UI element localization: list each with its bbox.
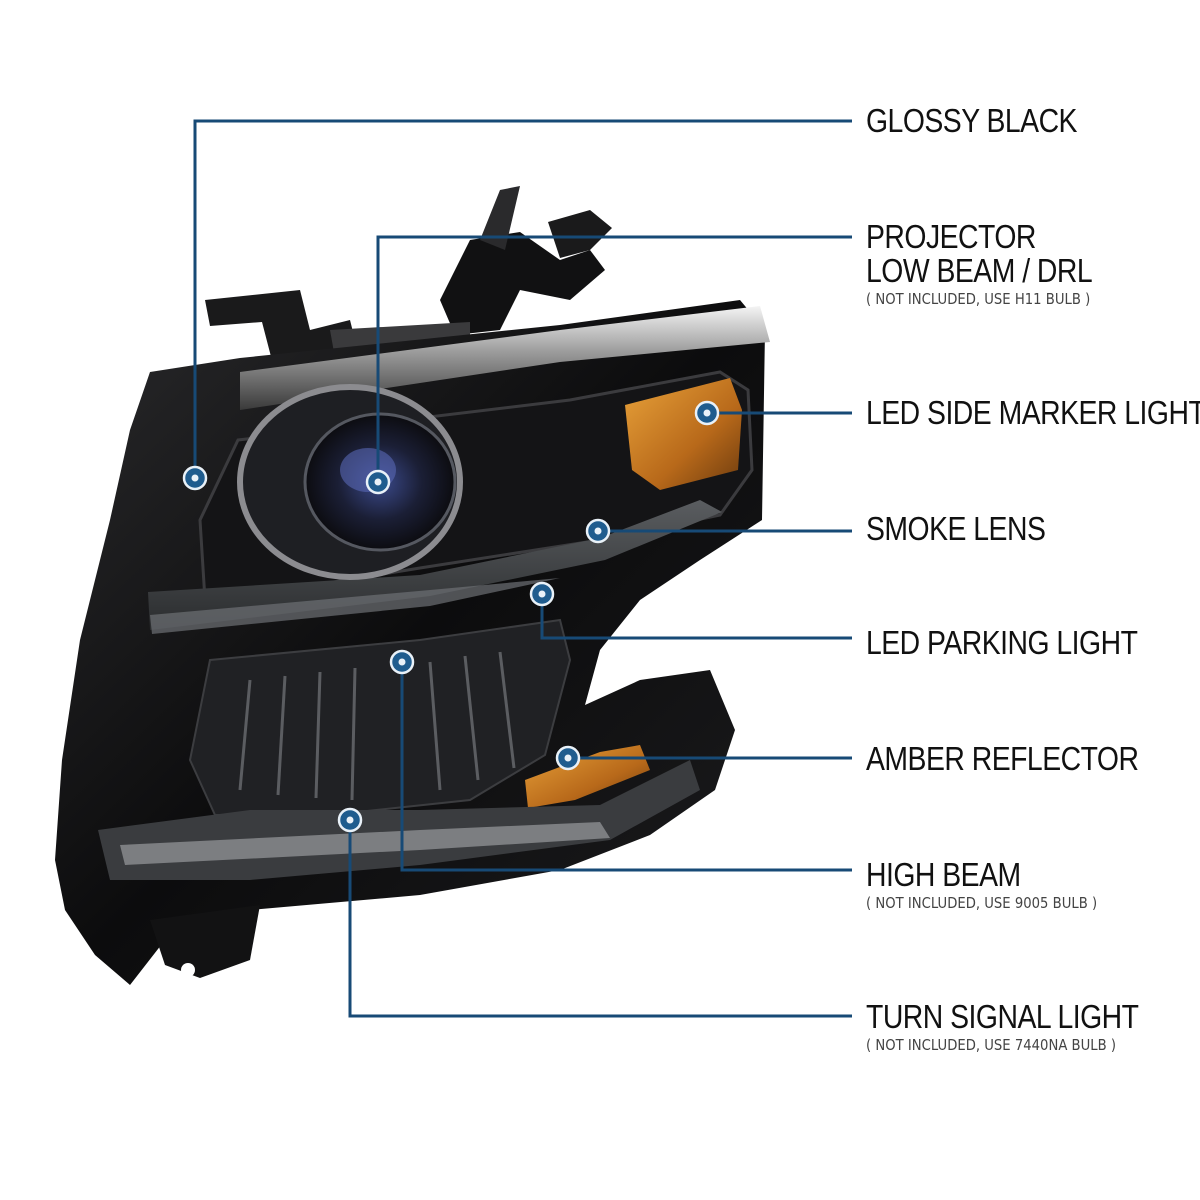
- callout-note: ( NOT INCLUDED, USE H11 BULB ): [866, 290, 1091, 308]
- callout-title: PROJECTOR: [866, 218, 1036, 255]
- callout-label-glossy-black: GLOSSY BLACK: [866, 104, 1111, 138]
- callout-label-led-parking: LED PARKING LIGHT: [866, 626, 1182, 660]
- callout-title: LED SIDE MARKER LIGHT: [866, 394, 1200, 431]
- callout-title: AMBER REFLECTOR: [866, 740, 1139, 777]
- callout-label-projector: PROJECTOR LOW BEAM / DRL ( NOT INCLUDED,…: [866, 218, 1129, 309]
- callout-dot: [337, 807, 363, 833]
- callout-dot: [389, 649, 415, 675]
- callout-title: TURN SIGNAL LIGHT: [866, 998, 1139, 1035]
- callout-dot: [694, 400, 720, 426]
- callout-note: ( NOT INCLUDED, USE 7440NA BULB ): [866, 1036, 1117, 1054]
- callout-label-turn-signal: TURN SIGNAL LIGHT ( NOT INCLUDED, USE 74…: [866, 998, 1183, 1055]
- callout-title: LED PARKING LIGHT: [866, 624, 1138, 661]
- callout-dot: [182, 465, 208, 491]
- callout-lines: [193, 119, 852, 1018]
- callout-dot: [585, 518, 611, 544]
- callout-dots: [182, 400, 720, 833]
- callout-label-led-side-marker: LED SIDE MARKER LIGHT: [866, 396, 1200, 430]
- headlight-housing: [55, 300, 770, 985]
- callout-title: SMOKE LENS: [866, 510, 1046, 547]
- amber-reflector-graphic: [525, 745, 650, 808]
- callout-dot: [555, 745, 581, 771]
- callout-dot: [529, 581, 555, 607]
- callout-label-amber-reflector: AMBER REFLECTOR: [866, 742, 1183, 776]
- callout-title: GLOSSY BLACK: [866, 102, 1077, 139]
- callout-label-high-beam: HIGH BEAM ( NOT INCLUDED, USE 9005 BULB …: [866, 856, 1129, 913]
- callout-title: HIGH BEAM: [866, 856, 1021, 893]
- callout-dot: [365, 469, 391, 495]
- projector-lens-graphic: [237, 384, 463, 580]
- callout-note: ( NOT INCLUDED, USE 9005 BULB ): [866, 894, 1098, 912]
- callout-title-line2: LOW BEAM / DRL: [866, 252, 1093, 289]
- callout-label-smoke-lens: SMOKE LENS: [866, 512, 1075, 546]
